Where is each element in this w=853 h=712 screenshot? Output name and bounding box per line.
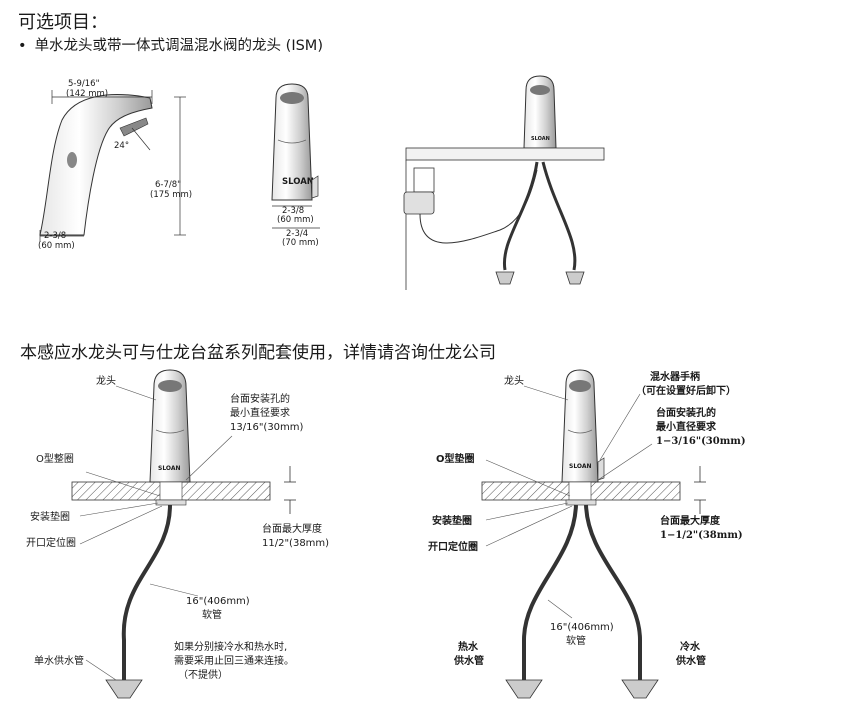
left-hole-line2: 最小直径要求: [230, 406, 290, 419]
right-hole-line2: 最小直径要求: [656, 420, 717, 433]
front-dim1-text: 2-3/8: [282, 206, 304, 216]
option-bullet: • 单水龙头或带一体式调温混水阀的龙头 (ISM): [18, 34, 323, 55]
front-dim2-text: 2-3/4: [286, 229, 308, 239]
bullet-dot: •: [18, 38, 27, 54]
left-oring-label: O型整圈: [36, 452, 74, 465]
mixer-handle: [597, 457, 605, 481]
left-supply-label: 单水供水管: [34, 654, 84, 667]
cold-supply-line1: 冷水: [680, 640, 701, 653]
right-hole-line1: 台面安装孔的: [656, 406, 716, 419]
right-faucet-label: 龙头: [504, 374, 524, 387]
hot-supply-line2: 供水管: [453, 654, 484, 667]
right-brand-logo: SLOAN: [569, 463, 592, 470]
option-text: 单水龙头或带一体式调温混水阀的龙头 (ISM): [34, 38, 323, 54]
front-brand-logo: SLOAN: [282, 177, 314, 187]
cold-supply-line2: 供水管: [675, 654, 706, 667]
left-thick-line2: 11/2"(38mm): [262, 538, 329, 549]
page-title: 可选项目：: [18, 12, 108, 33]
right-gasket-label: 安装垫圈: [432, 514, 472, 527]
left-hose-label: 软管: [202, 608, 222, 621]
front-dim1-mm: (60 mm): [277, 215, 314, 225]
right-locator-label: 开口定位圈: [428, 540, 478, 553]
left-note-line2: 需要采用止回三通来连接。: [174, 654, 294, 667]
width-dim-mm: (142 mm): [66, 89, 108, 99]
right-hole-line3: 1−3/16"(30mm): [656, 436, 746, 447]
left-note-line1: 如果分别接冷水和热水时,: [174, 640, 287, 653]
hot-supply-line1: 热水: [458, 640, 479, 653]
left-brand-logo: SLOAN: [158, 465, 181, 472]
base-dim-mm: (60 mm): [38, 241, 75, 251]
height-dim-text: 6-7/8": [155, 180, 181, 190]
power-adapter: [403, 191, 435, 215]
right-mixer-line1: 混水器手柄: [650, 370, 700, 383]
install-brand-logo: SLOAN: [531, 136, 550, 142]
height-dim-mm: (175 mm): [150, 190, 192, 200]
wall-outlet: [413, 167, 435, 193]
angle-text: 24°: [114, 141, 129, 151]
left-faucet-label: 龙头: [96, 374, 116, 387]
base-dim-text: 2-3/8: [44, 231, 66, 241]
right-hose-label: 软管: [566, 634, 586, 647]
dual-supply-diagram: SLOAN 龙头 混水器手柄 （可在设置好后卸下）: [428, 369, 746, 699]
left-hose-len: 16"(406mm): [186, 596, 250, 607]
width-dim-text: 5-9/16": [68, 79, 100, 89]
front-view-drawing: SLOAN 2-3/8 (60 mm) 2-3/4 (70 mm): [271, 83, 320, 248]
right-hose-len: 16"(406mm): [550, 622, 614, 633]
compatibility-heading: 本感应水龙头可与仕龙台盆系列配套使用，详情请咨询仕龙公司: [20, 343, 496, 363]
front-dim2-mm: (70 mm): [282, 238, 319, 248]
installation-view-drawing: SLOAN: [403, 75, 605, 290]
left-gasket-label: 安装垫圈: [30, 510, 70, 523]
right-thick-line1: 台面最大厚度: [660, 514, 721, 527]
left-thick-line1: 台面最大厚度: [262, 522, 322, 535]
left-hole-line1: 台面安装孔的: [230, 392, 290, 405]
right-mixer-line2: （可在设置好后卸下）: [636, 384, 736, 397]
side-profile-drawing: 5-9/16" (142 mm) 24° 6-7/8" (175 mm) 2-3…: [38, 79, 192, 251]
left-note-line3: （不提供）: [178, 668, 228, 681]
left-hole-line3: 13/16"(30mm): [230, 422, 304, 433]
right-oring-label: O型垫圈: [436, 452, 475, 465]
single-supply-diagram: SLOAN 龙头 台面安装孔的 最小直径要求 13/16"(30mm) O: [26, 369, 329, 699]
right-thick-line2: 1−1/2"(38mm): [660, 530, 743, 541]
left-locator-label: 开口定位圈: [26, 536, 76, 549]
